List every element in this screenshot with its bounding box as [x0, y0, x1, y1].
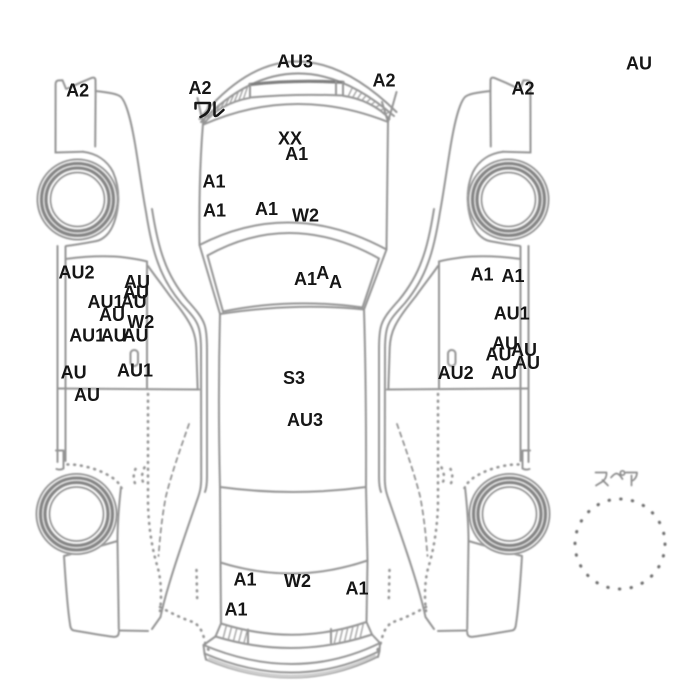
- svg-text:W2: W2: [292, 206, 319, 226]
- svg-text:AU: AU: [123, 326, 149, 346]
- svg-text:AU1: AU1: [87, 292, 123, 312]
- svg-text:AU1: AU1: [494, 304, 530, 324]
- svg-text:A1: A1: [203, 201, 226, 221]
- svg-text:AU: AU: [101, 326, 127, 346]
- svg-text:AU2: AU2: [438, 363, 474, 383]
- svg-text:A1: A1: [345, 579, 368, 599]
- svg-text:AU: AU: [123, 283, 149, 303]
- svg-text:AU: AU: [491, 363, 517, 383]
- svg-text:W2: W2: [284, 571, 311, 591]
- svg-text:AU2: AU2: [58, 263, 94, 283]
- svg-text:A1: A1: [255, 199, 278, 219]
- svg-text:A1: A1: [202, 172, 225, 192]
- svg-text:A2: A2: [66, 81, 89, 101]
- svg-text:AU: AU: [486, 345, 512, 365]
- svg-text:AU3: AU3: [277, 52, 313, 72]
- svg-text:AU: AU: [492, 334, 518, 354]
- svg-text:A2: A2: [372, 71, 395, 91]
- svg-text:AU: AU: [124, 272, 150, 292]
- svg-text:A1: A1: [285, 144, 308, 164]
- svg-text:A: A: [316, 263, 329, 283]
- svg-text:XX: XX: [278, 129, 302, 149]
- svg-text:AU: AU: [626, 54, 652, 74]
- svg-text:AU: AU: [511, 340, 537, 360]
- svg-text:A1: A1: [294, 269, 317, 289]
- svg-text:A1: A1: [233, 570, 256, 590]
- svg-text:A1: A1: [501, 266, 524, 286]
- svg-text:W2: W2: [127, 312, 154, 332]
- svg-text:A2: A2: [188, 78, 211, 98]
- svg-text:A: A: [329, 272, 342, 292]
- svg-text:A2: A2: [511, 79, 534, 99]
- svg-text:AU: AU: [74, 385, 100, 405]
- svg-text:A1: A1: [224, 600, 247, 620]
- svg-text:AU: AU: [61, 363, 87, 383]
- svg-text:AU1: AU1: [117, 361, 153, 381]
- svg-text:AU1: AU1: [69, 326, 105, 346]
- svg-text:AU: AU: [514, 353, 540, 373]
- svg-text:S3: S3: [283, 368, 305, 388]
- svg-text:AU: AU: [99, 305, 125, 325]
- svg-text:AU: AU: [121, 292, 147, 312]
- svg-text:A1: A1: [470, 265, 493, 285]
- svg-text:AU3: AU3: [287, 410, 323, 430]
